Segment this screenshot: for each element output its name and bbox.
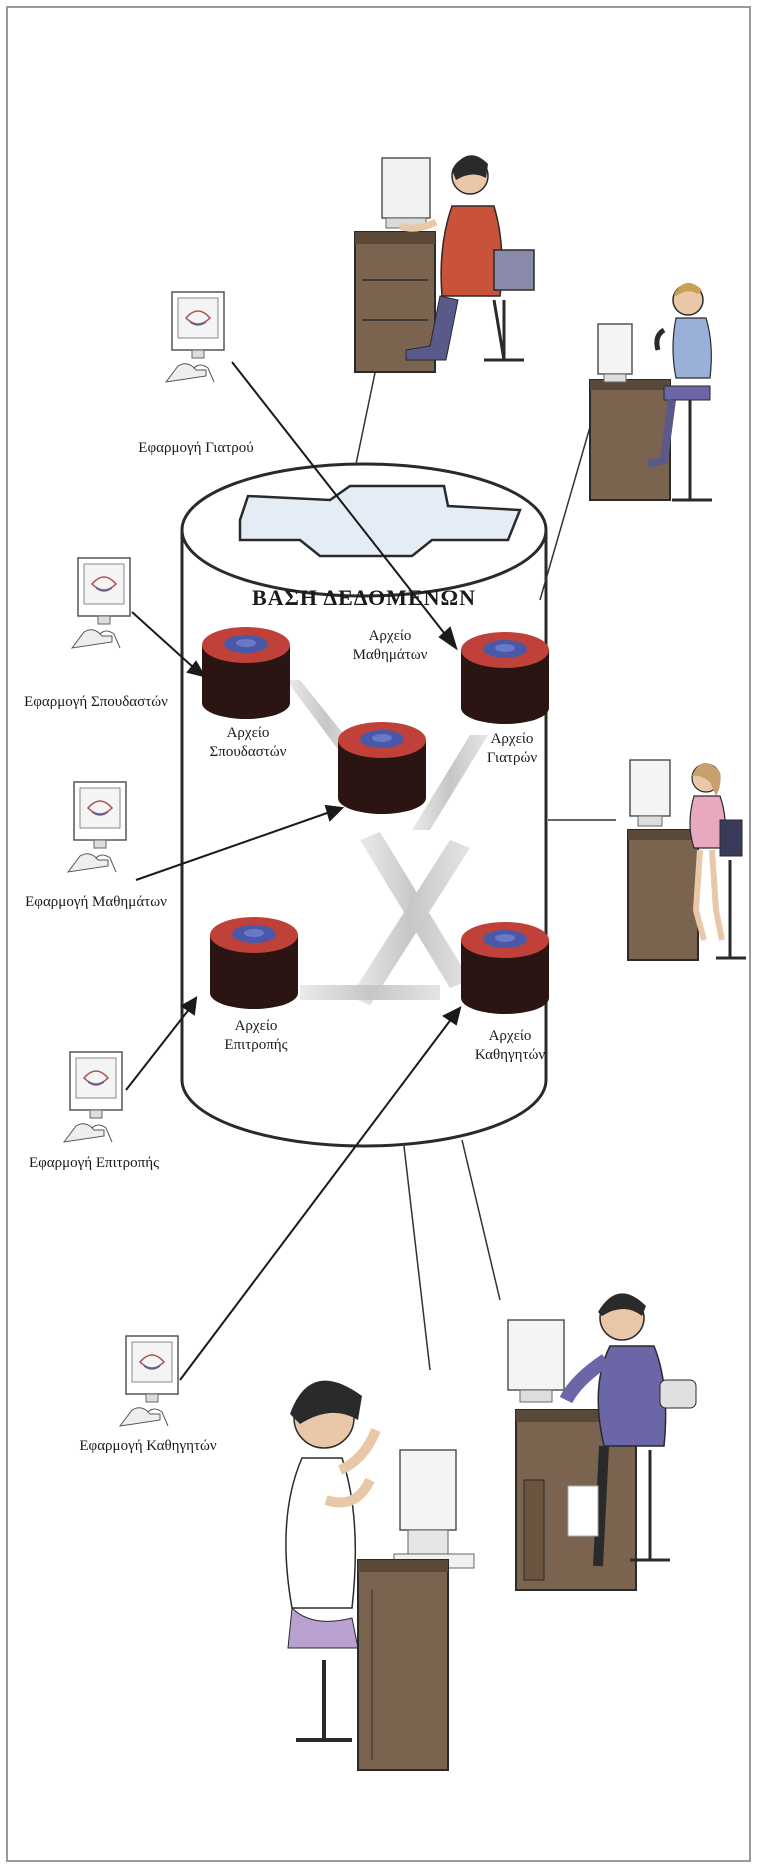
app-label-doctor: Εφαρμογή Γιατρού xyxy=(138,440,253,456)
user-figure-on-phone xyxy=(589,282,712,502)
app-icon-professors xyxy=(119,1335,179,1427)
db-to-user-lines xyxy=(355,367,616,1371)
figure-border xyxy=(6,6,751,1862)
app-to-file-arrows xyxy=(125,361,462,1381)
file-label-students-2: Σπουδαστών xyxy=(210,744,287,760)
file-label-doctors-1: Αρχείο xyxy=(491,731,534,747)
file-label-committee-1: Αρχείο xyxy=(235,1018,278,1034)
file-disk-students xyxy=(202,627,290,719)
app-label-professors: Εφαρμογή Καθηγητών xyxy=(79,1438,216,1454)
file-disk-committee xyxy=(210,917,298,1009)
file-label-courses-1: Αρχείο xyxy=(369,628,412,644)
app-icon-students xyxy=(71,557,131,649)
file-label-courses-2: Μαθημάτων xyxy=(353,647,428,663)
database-title: ΒΑΣΗ ΔΕΔΟΜΕΝΩΝ xyxy=(252,585,476,610)
file-label-students-1: Αρχείο xyxy=(227,725,270,741)
file-label-doctors-2: Γιατρών xyxy=(487,750,537,766)
file-disk-professors xyxy=(461,922,549,1014)
app-label-committee: Εφαρμογή Επιτροπής xyxy=(29,1155,159,1171)
user-figure-white-shirt xyxy=(285,1380,475,1771)
app-icon-committee xyxy=(63,1051,123,1143)
user-figure-woman xyxy=(627,759,746,961)
file-label-professors-2: Καθηγητών xyxy=(475,1047,546,1063)
file-label-professors-1: Αρχείο xyxy=(489,1028,532,1044)
user-figure-purple-jacket xyxy=(507,1293,697,1591)
file-disk-courses xyxy=(338,722,426,814)
database-lid-emblem xyxy=(238,484,522,558)
file-disk-doctors xyxy=(461,632,549,724)
app-label-students: Εφαρμογή Σπουδαστών xyxy=(24,694,168,710)
app-icon-doctor xyxy=(165,291,225,383)
file-label-committee-2: Επιτροπής xyxy=(224,1037,287,1053)
user-figure-red-shirt xyxy=(354,155,535,373)
app-icon-courses xyxy=(67,781,127,873)
app-label-courses: Εφαρμογή Μαθημάτων xyxy=(25,894,167,910)
